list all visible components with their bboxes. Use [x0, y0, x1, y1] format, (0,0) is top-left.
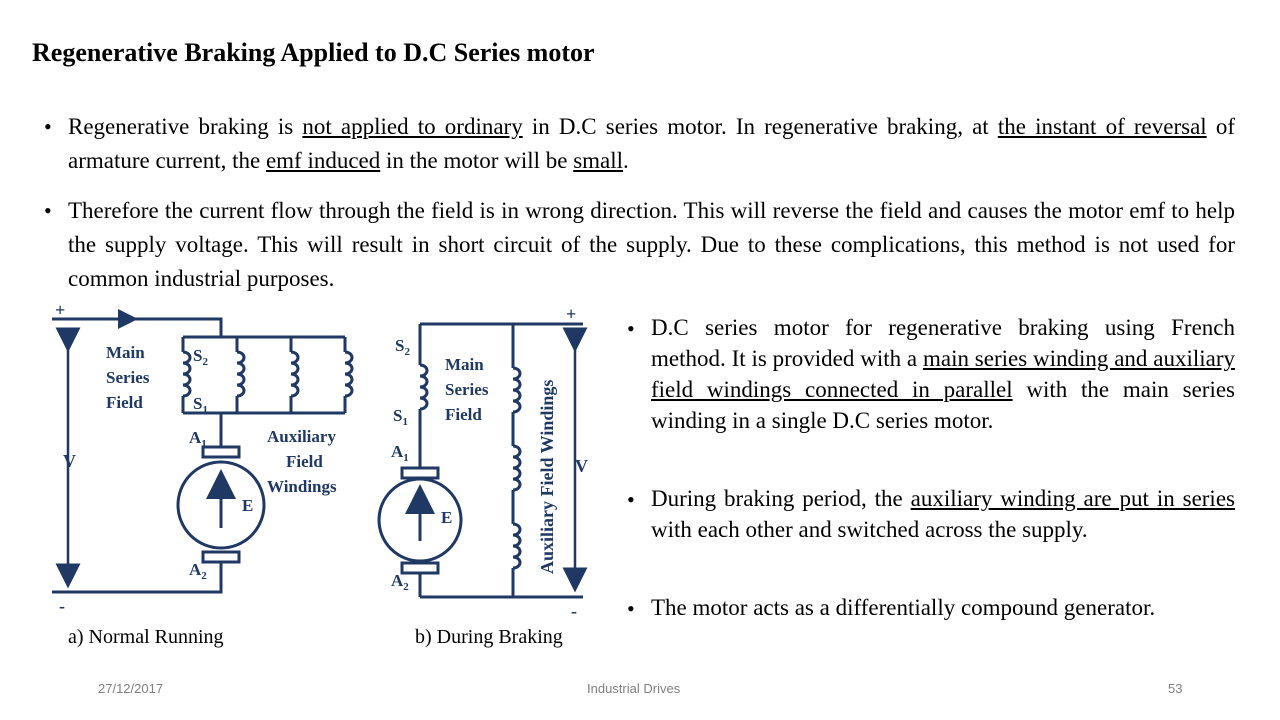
text-run: with each other and switched across the …: [651, 517, 1088, 542]
underlined-phrase: auxiliary winding are put in series: [910, 486, 1235, 511]
text-run: During braking period, the: [651, 486, 911, 511]
main-series-field-label: Main: [445, 355, 484, 374]
underlined-phrase: not applied to ordinary: [302, 114, 523, 139]
voltage-label: V: [63, 451, 76, 471]
terminal-a1-label: A1: [391, 442, 409, 464]
underlined-phrase: main series winding and auxiliary field …: [651, 346, 1235, 402]
underlined-phrase: the instant of reversal: [997, 114, 1207, 139]
aux-field-label: Windings: [267, 477, 337, 496]
plus-label: +: [55, 300, 65, 320]
underlined-phrase: small: [573, 148, 624, 173]
terminal-s2-label: S2: [193, 346, 208, 368]
terminal-s1-label: S1: [193, 394, 208, 416]
main-series-field-label: Series: [106, 368, 150, 387]
main-series-field-label: Field: [106, 393, 143, 412]
underlined-phrase: emf induced: [265, 148, 381, 173]
footer-title: Industrial Drives: [587, 681, 681, 696]
text-run: D.C series motor for regenerative brakin…: [651, 315, 1235, 371]
bullet-marker: •: [627, 316, 635, 341]
main-series-field-label: Field: [445, 405, 482, 424]
diagram-normal-running: [52, 309, 354, 594]
bullet-text-4: During braking period, the auxiliary win…: [651, 483, 1235, 545]
text-run: of armature current, the: [68, 114, 1235, 173]
bullet-text-1: Regenerative braking is not applied to o…: [68, 110, 1235, 178]
text-run: The motor acts as a differentially compo…: [651, 595, 1156, 620]
bullet-marker: •: [44, 114, 52, 139]
plus-label: +: [566, 304, 576, 324]
text-run: in the motor will be: [380, 148, 574, 173]
main-series-field-label: Series: [445, 380, 489, 399]
voltage-label: V: [575, 456, 588, 476]
footer-page-number: 53: [1168, 681, 1183, 696]
terminal-s2-label: S2: [395, 336, 410, 358]
text-run: .: [623, 148, 629, 173]
minus-label: -: [571, 601, 577, 621]
text-run: in D.C series motor. In regenerative bra…: [522, 114, 998, 139]
bullet-marker: •: [627, 487, 635, 512]
bullet-marker: •: [627, 596, 635, 621]
aux-field-label: Auxiliary: [267, 427, 336, 446]
text-run: with the main series winding in a single…: [651, 377, 1235, 433]
diagram-during-braking: [377, 322, 588, 599]
terminal-a2-label: A2: [189, 560, 207, 582]
aux-field-label: Field: [286, 452, 323, 471]
text-run: Therefore the current flow through the f…: [68, 198, 1235, 291]
terminal-a1-label: A1: [189, 428, 207, 450]
text-run: Regenerative braking is: [68, 114, 303, 139]
terminal-a2-label: A2: [391, 571, 409, 593]
slide-title: Regenerative Braking Applied to D.C Seri…: [32, 38, 595, 67]
footer-date: 27/12/2017: [98, 681, 164, 696]
bullet-text-5: The motor acts as a differentially compo…: [651, 592, 1235, 623]
bullet-marker: •: [44, 198, 52, 223]
caption-during-braking: b) During Braking: [415, 626, 563, 648]
aux-field-windings-label: Auxiliary Field Windings: [537, 380, 557, 574]
minus-label: -: [59, 596, 65, 616]
caption-normal-running: a) Normal Running: [68, 626, 224, 648]
main-series-field-label: Main: [106, 343, 145, 362]
bullet-text-2: Therefore the current flow through the f…: [68, 194, 1235, 296]
emf-label: E: [441, 508, 452, 527]
bullet-text-3: D.C series motor for regenerative brakin…: [651, 312, 1235, 436]
emf-label: E: [242, 496, 253, 515]
terminal-s1-label: S1: [393, 406, 408, 428]
